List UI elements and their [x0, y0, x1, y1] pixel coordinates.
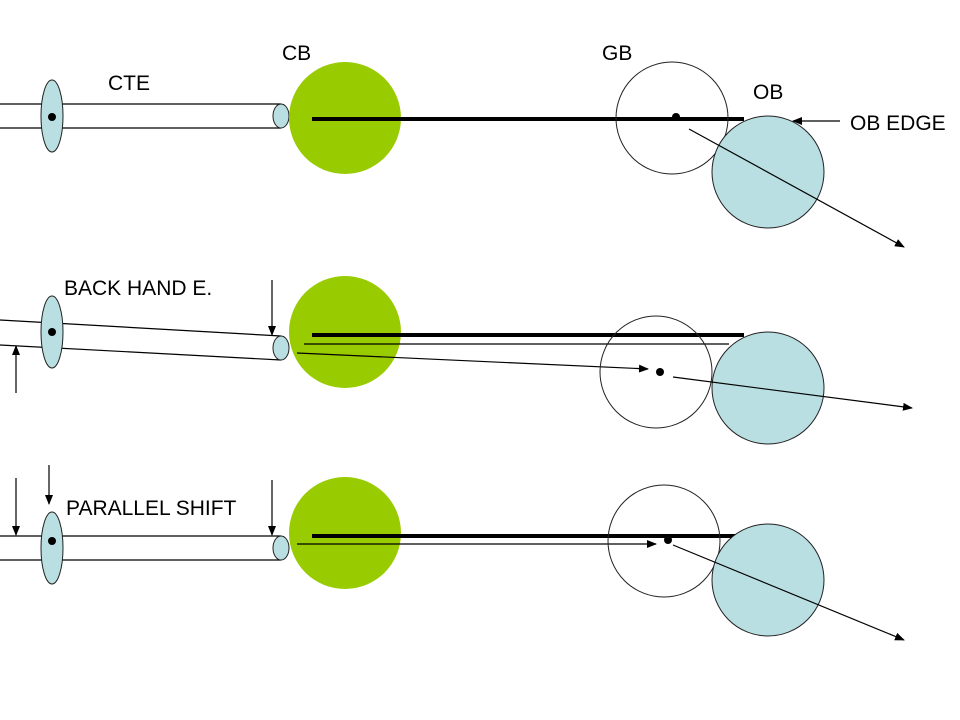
cue-ball-path-arrow	[296, 352, 649, 373]
object-ball	[711, 331, 825, 445]
cue-tip-icon	[272, 535, 290, 561]
cue-ball	[289, 477, 401, 589]
object-ball	[711, 523, 825, 637]
ghost-ball-center-dot	[664, 536, 672, 544]
cte-label: CTE	[108, 72, 150, 95]
ghost-ball-center-dot	[672, 113, 680, 121]
cue-ball	[289, 276, 401, 388]
ob-edge-label: OB EDGE	[850, 112, 946, 135]
ghost-ball	[607, 484, 721, 598]
gb-label: GB	[602, 42, 632, 65]
object-ball-path-arrow	[672, 544, 905, 641]
ghost-ball	[615, 61, 729, 175]
back-hand-english-label: BACK HAND E.	[64, 277, 212, 300]
cb-label: CB	[282, 42, 311, 65]
object-ball-path-arrow	[672, 376, 913, 411]
ob-label: OB	[753, 81, 783, 104]
cue-tip-icon	[272, 335, 290, 361]
panel-cte: CTE CB GB OB OB EDGE	[0, 42, 946, 248]
pivot-dot	[48, 113, 56, 121]
object-ball-path-arrow	[688, 128, 905, 248]
ghost-ball	[599, 315, 713, 429]
panel-parallel-shift: PARALLEL SHIFT	[0, 465, 905, 641]
ghost-ball-center-dot	[656, 368, 664, 376]
pivot-dot	[48, 328, 56, 336]
bridge-hand-icon	[40, 511, 64, 585]
cue-tip-icon	[272, 103, 290, 129]
pivot-dot	[48, 537, 56, 545]
parallel-shift-label: PARALLEL SHIFT	[66, 497, 237, 520]
panel-back-hand-english: BACK HAND E.	[0, 276, 913, 445]
